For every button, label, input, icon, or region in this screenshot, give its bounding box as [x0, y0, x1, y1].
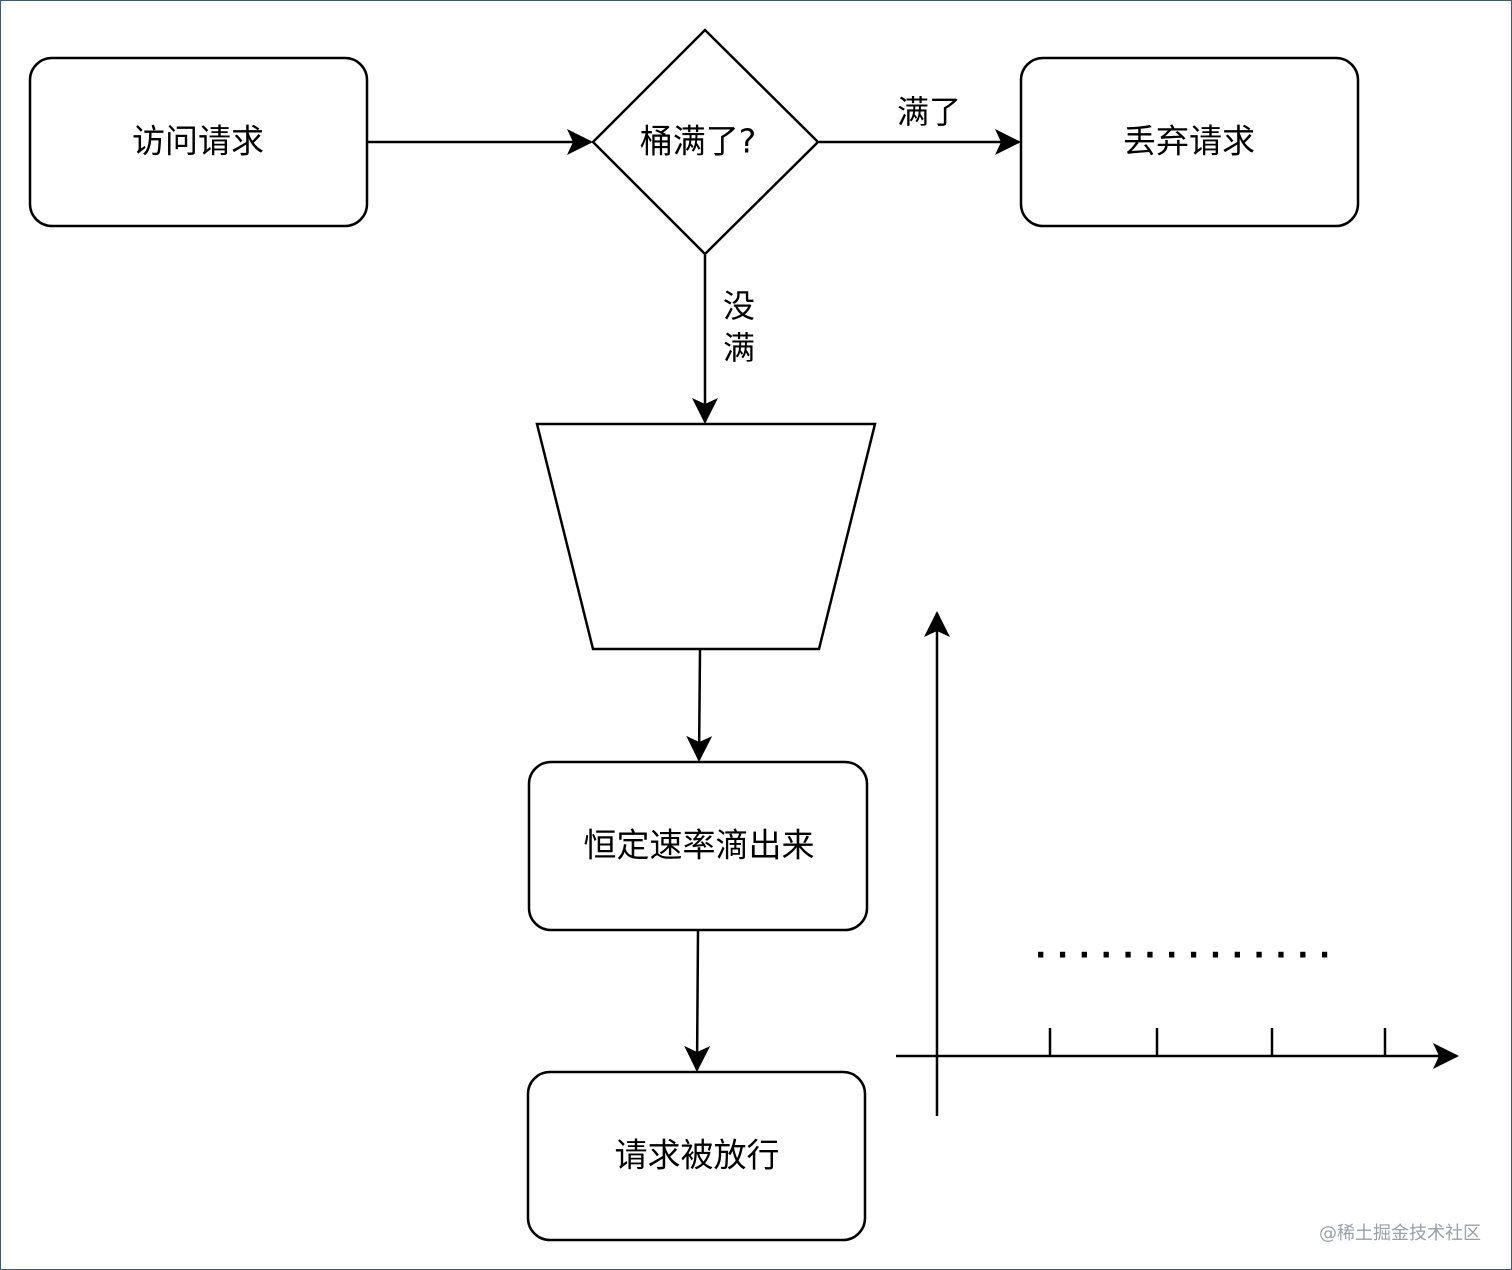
arrow-rate-to-passed — [684, 930, 711, 1072]
access-request-label: 访问请求 — [132, 121, 264, 161]
bucket-shape — [535, 422, 877, 651]
drop-request-box — [1019, 56, 1360, 228]
drop-request-label: 丢弃请求 — [1123, 121, 1255, 161]
constant-rate-box — [527, 760, 869, 932]
bucket-full-diamond — [591, 28, 820, 256]
bucket-full-label: 桶满了? — [639, 121, 757, 161]
arrow-bucket-to-rate — [686, 649, 713, 762]
request-passed-label: 请求被放行 — [614, 1135, 780, 1175]
request-passed-box — [526, 1070, 867, 1242]
not-full-edge-label: 没满 — [722, 287, 755, 367]
constant-rate-label: 恒定速率滴出来 — [583, 825, 815, 865]
drip-dots: · · · · · · · · · · · · · · — [1035, 938, 1331, 973]
access-request-box — [28, 56, 369, 228]
watermark: @稀土掘金技术社区 — [1319, 1223, 1481, 1244]
full-edge-label: 满了 — [897, 93, 962, 131]
